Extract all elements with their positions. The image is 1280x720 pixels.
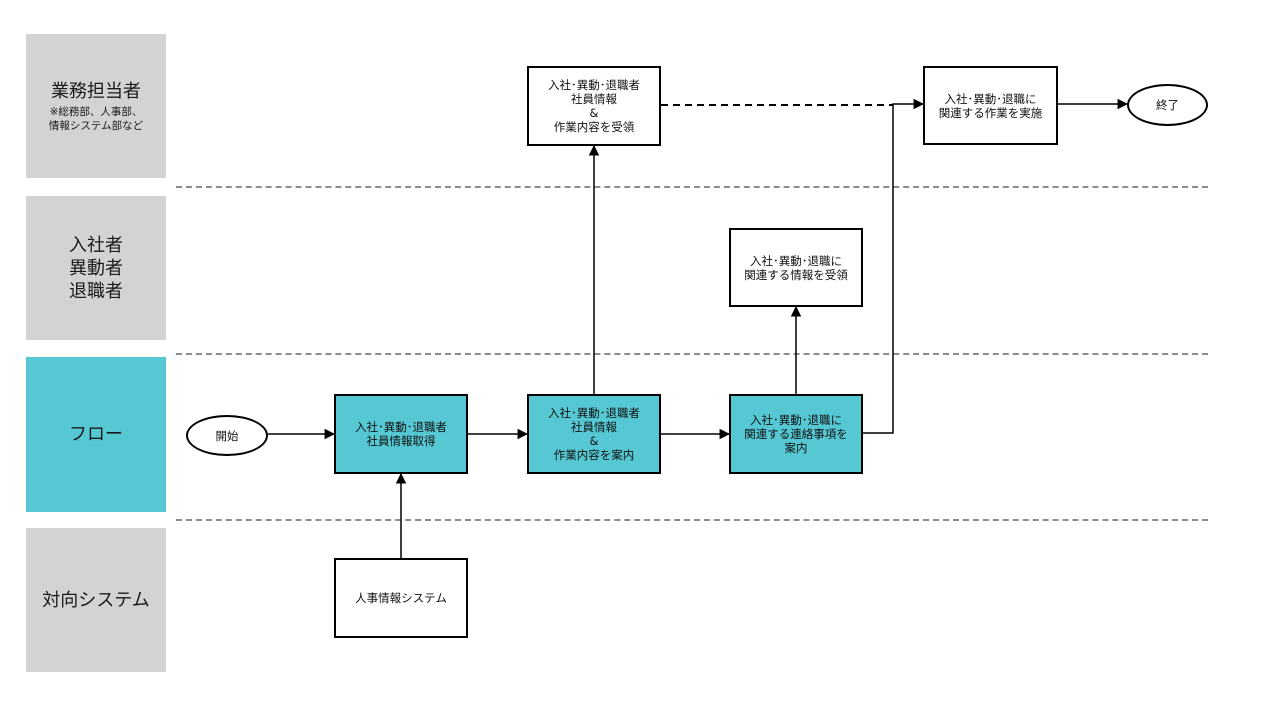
lane-external-system-title: 対向システム [42,589,150,611]
start-node: 開始 [186,415,268,456]
lane-employee: 入社者 異動者 退職者 [26,196,166,340]
perform-related-tasks: 入社･異動･退職に 関連する作業を実施 [923,66,1058,145]
process-get-employee-info-label: 入社･異動･退職者 社員情報取得 [355,420,447,448]
receive-employee-info: 入社･異動･退職者 社員情報 & 作業内容を受領 [527,66,661,146]
arrow-step3-to-perform-tasks [863,98,925,434]
lane-separator [176,519,1208,521]
lane-flow: フロー [26,357,166,512]
hr-information-system: 人事情報システム [334,558,468,638]
lane-staff-subtitle: ※総務部、人事部、 情報システム部など [48,105,144,132]
lane-external-system: 対向システム [26,528,166,672]
process-guide-tasks-label: 入社･異動･退職者 社員情報 & 作業内容を案内 [548,406,640,462]
lane-flow-title: フロー [69,424,123,445]
lane-employee-title: 入社者 異動者 退職者 [69,234,123,302]
process-guide-notices-label: 入社･異動･退職に 関連する連絡事項を 案内 [744,413,848,455]
start-node-label: 開始 [215,428,239,443]
process-guide-notices: 入社･異動･退職に 関連する連絡事項を 案内 [729,394,863,474]
receive-related-info-label: 入社･異動･退職に 関連する情報を受領 [744,253,848,282]
hr-information-system-label: 人事情報システム [355,591,447,605]
end-node: 終了 [1127,84,1208,126]
perform-related-tasks-label: 入社･異動･退職に 関連する作業を実施 [938,91,1043,120]
process-guide-tasks: 入社･異動･退職者 社員情報 & 作業内容を案内 [527,394,661,474]
process-get-employee-info: 入社･異動･退職者 社員情報取得 [334,394,468,474]
end-node-label: 終了 [1156,98,1179,112]
lane-staff-title: 業務担当者 [51,80,141,102]
receive-employee-info-label: 入社･異動･退職者 社員情報 & 作業内容を受領 [548,78,640,134]
lane-separator [176,353,1208,355]
receive-related-info: 入社･異動･退職に 関連する情報を受領 [729,228,863,307]
lane-separator [176,186,1208,188]
lane-staff: 業務担当者 ※総務部、人事部、 情報システム部など [26,34,166,178]
